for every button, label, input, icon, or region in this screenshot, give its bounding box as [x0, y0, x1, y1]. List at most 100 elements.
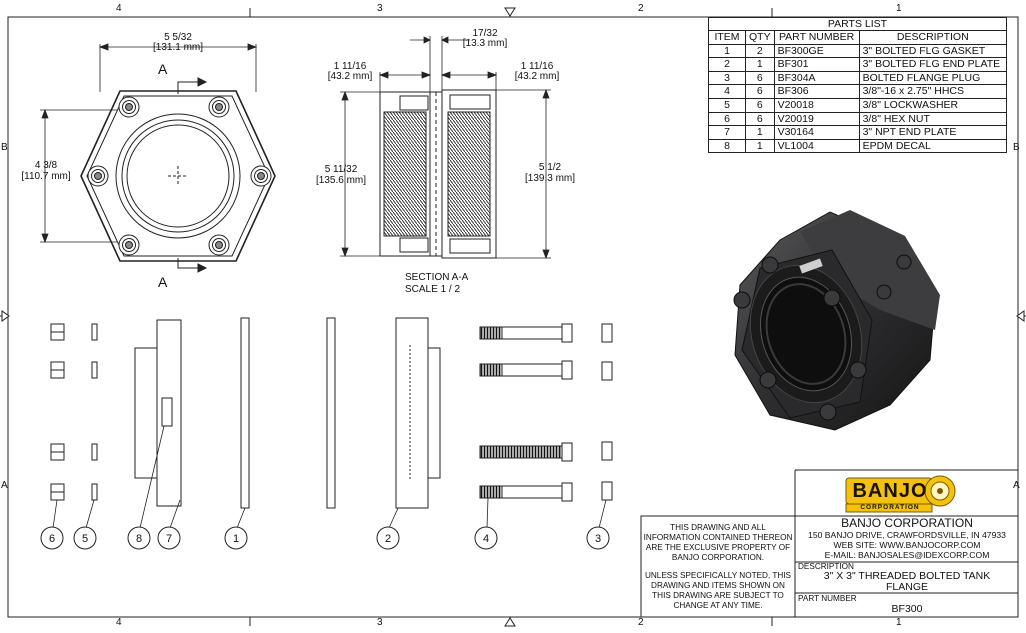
balloon-8: 8 — [127, 526, 151, 550]
cell-description: BOLTED FLANGE PLUG — [858, 70, 1008, 86]
balloon-label: 3 — [595, 533, 601, 545]
balloon-label: 4 — [483, 533, 489, 545]
col-label-1-bottom: 1 — [896, 617, 902, 628]
parts-list: PARTS LIST ITEM QTY PART NUMBER DESCRIPT… — [708, 17, 1008, 154]
exploded-view — [50, 317, 613, 509]
sheet-frame — [0, 7, 1026, 627]
cell-item: 6 — [708, 111, 746, 127]
balloon-2: 2 — [376, 526, 400, 550]
balloon-label: 2 — [385, 533, 391, 545]
balloon-label: 1 — [233, 533, 239, 545]
balloon-7: 7 — [157, 526, 181, 550]
item-balloons: 6 5 8 7 1 2 4 3 — [40, 526, 610, 550]
change-notice: UNLESS SPECIFICALLY NOTED, THIS DRAWING … — [644, 571, 792, 610]
cell-description: 3" BOLTED FLG END PLATE — [858, 57, 1008, 72]
logo-subtext: CORPORATION — [860, 504, 920, 511]
row-label-b-right: B — [1013, 142, 1020, 153]
section-line — [177, 77, 208, 273]
cell-qty: 6 — [745, 70, 775, 86]
cell-part-number: V20019 — [773, 111, 860, 127]
company-address: 150 BANJO DRIVE, CRAWFORDSVILLE, IN 4793… — [808, 530, 1006, 540]
cell-description: 3/8"-16 x 2.75" HHCS — [858, 84, 1008, 99]
cell-item: 4 — [708, 84, 746, 99]
cell-description: 3" BOLTED FLG GASKET — [858, 43, 1008, 59]
cell-item: 2 — [708, 57, 746, 72]
col-header-description: DESCRIPTION — [858, 30, 1008, 45]
cell-part-number: BF306 — [773, 84, 860, 99]
company-contact: 150 BANJO DRIVE, CRAWFORDSVILLE, IN 4793… — [796, 530, 1018, 560]
section-height-left-dim: 5 11/32 [135.6 mm] — [315, 164, 367, 186]
section-mark-top: A — [158, 61, 168, 77]
part-description: 3" X 3" THREADED BOLTED TANK FLANGE — [823, 570, 991, 593]
npt-end-plate — [134, 319, 182, 507]
section-gap-dim: 17/32 [13.3 mm] — [462, 28, 508, 49]
col-header-qty: QTY — [745, 30, 775, 45]
col-label-2-top: 2 — [638, 3, 644, 14]
section-view — [379, 89, 497, 259]
balloon-label: 7 — [166, 533, 172, 545]
front-view-bolts — [87, 96, 272, 256]
logo-text: BANJO — [852, 480, 928, 502]
cell-item: 7 — [708, 125, 746, 140]
balloon-label: 5 — [82, 533, 88, 545]
isometric-render — [733, 210, 940, 431]
section-left-dim: 1 11/16 [43.2 mm] — [327, 61, 373, 82]
cell-description: 3" NPT END PLATE — [858, 125, 1008, 140]
cell-qty: 6 — [745, 84, 775, 99]
cell-part-number: VL1004 — [773, 138, 860, 154]
cell-part-number: BF301 — [773, 57, 860, 72]
parts-list-title: PARTS LIST — [708, 17, 1007, 30]
property-notice: THIS DRAWING AND ALL INFORMATION CONTAIN… — [643, 523, 793, 562]
bolt-column — [479, 323, 573, 502]
hex-nut-column — [50, 323, 65, 501]
balloon-leaders — [52, 425, 607, 529]
cell-item: 8 — [708, 138, 746, 154]
cell-qty: 1 — [745, 125, 775, 140]
description-label: DESCRIPTION — [798, 562, 854, 571]
cell-qty: 6 — [745, 111, 775, 127]
front-width-dim: 5 5/32 [131.1 mm] — [152, 32, 204, 53]
cell-qty: 2 — [745, 43, 775, 59]
company-website: WEB SITE: WWW.BANJOCORP.COM — [833, 539, 981, 550]
front-view — [80, 90, 276, 262]
row-label-b-left: B — [1, 142, 8, 153]
col-label-3-bottom: 3 — [377, 617, 383, 628]
col-header-part-number: PART NUMBER — [773, 30, 860, 45]
balloon-6: 6 — [40, 526, 64, 550]
section-caption: SECTION A-A SCALE 1 / 2 — [405, 272, 469, 295]
balloon-5: 5 — [73, 526, 97, 550]
front-view-dimensions — [40, 43, 258, 244]
col-label-3-top: 3 — [377, 3, 383, 14]
cell-qty: 6 — [745, 97, 775, 113]
col-label-4-bottom: 4 — [116, 617, 122, 628]
section-height-right-dim: 5 1/2 [139.3 mm] — [524, 162, 576, 184]
cell-part-number: BF300GE — [773, 43, 860, 59]
cell-part-number: V20018 — [773, 97, 860, 113]
section-right-dim: 1 11/16 [43.2 mm] — [514, 61, 560, 82]
cell-description: 3/8" LOCKWASHER — [858, 97, 1008, 113]
cell-part-number: BF304A — [773, 70, 860, 86]
row-label-a-right: A — [1013, 480, 1020, 491]
cell-item: 3 — [708, 70, 746, 86]
gasket-right — [326, 317, 336, 509]
parts-list-table: PARTS LIST ITEM QTY PART NUMBER DESCRIPT… — [708, 17, 1008, 154]
cell-item: 5 — [708, 97, 746, 113]
part-number-label: PART NUMBER — [798, 594, 857, 603]
lockwasher-column — [91, 323, 98, 501]
col-label-2-bottom: 2 — [638, 617, 644, 628]
gasket-left — [240, 317, 250, 509]
cell-description: EPDM DECAL — [858, 138, 1008, 154]
col-label-4-top: 4 — [116, 3, 122, 14]
plug-column — [601, 323, 613, 501]
balloon-label: 6 — [49, 533, 55, 545]
company-name: BANJO CORPORATION — [841, 516, 973, 530]
col-header-item: ITEM — [708, 30, 746, 45]
